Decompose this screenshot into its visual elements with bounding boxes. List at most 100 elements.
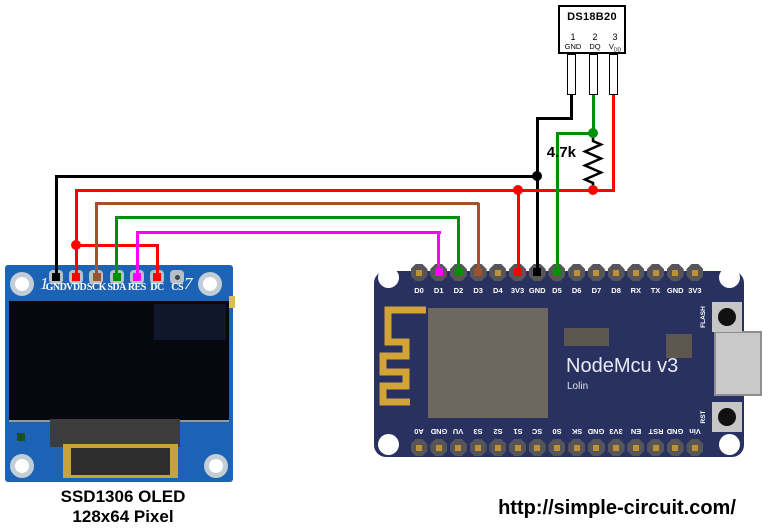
- wire-gnd-horizontal: [54, 174, 539, 178]
- pad-hole: [514, 444, 521, 451]
- rst-button[interactable]: [712, 402, 742, 432]
- terminal-nodemcu-gnd: [533, 268, 542, 276]
- oled-flex-connector-inner: [71, 448, 170, 475]
- wire-res-horizontal: [135, 230, 441, 234]
- oled-smd-component: [17, 433, 25, 441]
- rst-button-cap[interactable]: [718, 408, 736, 426]
- oled-pin-label-vdd: VDD: [66, 282, 87, 293]
- wire-vdd-3v3-vertical: [516, 190, 520, 275]
- nodemcu-top-pin-label-d0: D0: [414, 286, 424, 295]
- wifi-antenna-trace: [379, 306, 426, 406]
- pad-hole: [573, 444, 580, 451]
- junction-gnd: [532, 171, 542, 181]
- nodemcu-top-pin-pad-3v3: [686, 264, 704, 281]
- smd-chip: [564, 328, 609, 346]
- terminal-nodemcu-d2: [454, 268, 463, 276]
- oled-pad-hole: [174, 274, 180, 280]
- nodemcu-bottom-pin-label-vin: Vin: [689, 427, 701, 436]
- pad-hole: [672, 444, 679, 451]
- oled-mount-hole: [204, 454, 228, 478]
- wire-gnd-nodemcu-vertical: [535, 118, 539, 275]
- pad-hole: [632, 444, 639, 451]
- nodemcu-bottom-pin-pad-s3: [469, 439, 487, 456]
- nodemcu-bottom-pin-pad-s1: [509, 439, 527, 456]
- pad-hole: [416, 269, 422, 276]
- pad-hole: [691, 269, 698, 276]
- nodemcu-top-pin-label-d5: D5: [552, 286, 562, 295]
- nodemcu-top-pin-label-d3: D3: [473, 286, 483, 295]
- nodemcu-top-pin-label-3v3: 3V3: [510, 286, 525, 295]
- pad-hole: [593, 444, 600, 451]
- wire-sda-oled-vertical: [115, 217, 118, 281]
- nodemcu-top-pin-label-d4: D4: [493, 286, 503, 295]
- junction-dq-resistor-top: [588, 128, 598, 138]
- oled-pin-label-sck: SCK: [86, 282, 107, 293]
- nodemcu-title: NodeMcu v3: [566, 355, 679, 377]
- pad-hole: [613, 269, 620, 276]
- pad-hole: [632, 269, 639, 276]
- usb-connector: [714, 331, 762, 396]
- flash-button[interactable]: [712, 302, 742, 332]
- oled-pin7-number: 7: [184, 274, 193, 293]
- flash-button-cap[interactable]: [718, 308, 736, 326]
- ds18b20-pin-label: VDD: [608, 42, 622, 54]
- wire-dq-nodemcu-vertical: [555, 133, 559, 275]
- junction-vdd-dc: [71, 240, 81, 250]
- nodemcu-top-pin-label-3v3: 3V3: [688, 286, 702, 295]
- nodemcu-bottom-pin-pad-3v3: [607, 439, 625, 456]
- terminal-oled-res: [133, 273, 141, 281]
- terminal-oled-gnd: [52, 273, 60, 281]
- pad-hole: [652, 444, 659, 451]
- oled-flex-connector: [50, 419, 180, 447]
- nodemcu-top-pin-pad-tx: [647, 264, 665, 281]
- wire-res-oled-vertical: [135, 232, 139, 281]
- nodemcu-bottom-pin-pad-gnd: [430, 439, 448, 456]
- nodemcu-top-pin-pad-d6: [568, 264, 586, 281]
- smd-chip: [666, 334, 692, 358]
- nodemcu-bottom-pin-pad-rst: [647, 439, 665, 456]
- nodemcu-bottom-pin-pad-sk: [568, 439, 586, 456]
- wire-vdd-horizontal: [74, 188, 615, 192]
- nodemcu-top-pin-label-d2: D2: [453, 286, 464, 295]
- oled-pin-label-sda: SDA: [107, 282, 126, 293]
- oled-smd-component: [229, 296, 235, 308]
- pad-hole: [455, 444, 462, 451]
- nodemcu-mount-hole: [719, 434, 740, 455]
- wire-sck-oled-vertical: [95, 203, 98, 281]
- pad-hole: [672, 269, 679, 276]
- nodemcu-bottom-pin-pad-a0: [410, 439, 428, 456]
- nodemcu-top-pin-label-d6: D6: [571, 286, 582, 295]
- oled-mount-hole: [198, 272, 222, 296]
- resistor-value-label: 4.7k: [546, 144, 576, 161]
- oled-screen: [9, 301, 229, 422]
- ds18b20-pin-label: DQ: [589, 42, 601, 51]
- oled-pin1-number: 1: [40, 274, 49, 293]
- esp8266-shield: [428, 308, 548, 418]
- pullup-resistor-symbol: [581, 133, 605, 190]
- pad-hole: [613, 444, 620, 451]
- nodemcu-bottom-pin-pad-gnd: [587, 439, 605, 456]
- nodemcu-top-pin-label-rx: RX: [630, 286, 641, 295]
- terminal-oled-sck: [92, 273, 101, 281]
- terminal-nodemcu-3v3: [513, 268, 522, 276]
- ds18b20-leg-gnd: [566, 54, 576, 95]
- oled-caption-line2: 128x64 Pixel: [72, 507, 174, 526]
- wire-gnd-ds18b20-stub: [569, 93, 573, 119]
- pad-hole: [553, 444, 560, 451]
- nodemcu-top-pin-label-gnd: GND: [666, 286, 684, 295]
- ds18b20-leg-vdd: [608, 54, 618, 95]
- wire-sck-nodemcu-vertical: [476, 203, 480, 275]
- junction-vdd-3v3: [513, 185, 523, 195]
- terminal-oled-dc: [153, 273, 161, 281]
- ds18b20-title: DS18B20: [567, 11, 617, 23]
- nodemcu-top-pin-pad-d0: [410, 264, 428, 281]
- wire-gnd-ds18b20-horizontal: [535, 116, 573, 120]
- nodemcu-top-pin-label-tx: TX: [650, 286, 661, 295]
- pad-hole: [652, 269, 659, 276]
- terminal-nodemcu-d5: [553, 268, 561, 276]
- nodemcu-bottom-pin-pad-s0: [548, 439, 566, 456]
